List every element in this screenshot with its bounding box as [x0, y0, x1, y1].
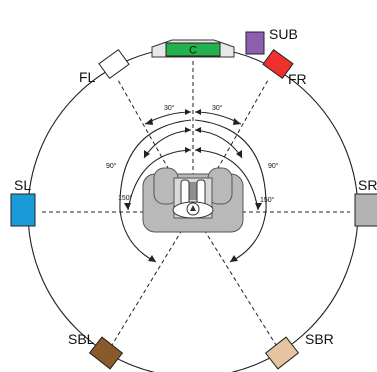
front-right-label: FR — [288, 71, 307, 87]
arc-right-150 — [194, 119, 267, 263]
angle-label-front-right: 30° — [212, 104, 223, 112]
angle-label-left-150: 150° — [118, 194, 133, 202]
back-left-label: SBL — [68, 331, 95, 347]
arc-right-90 — [194, 149, 259, 211]
front-left-label: FL — [79, 69, 96, 85]
side-right-label: SR — [358, 177, 377, 193]
arc-left-90 — [127, 149, 192, 211]
center-speaker-label: C — [189, 45, 197, 57]
line-back-right — [192, 211, 277, 346]
side-left-speaker — [10, 193, 36, 227]
center-speaker: C — [151, 39, 235, 58]
angle-label-left-90: 90° — [106, 162, 117, 170]
back-left-speaker — [88, 336, 124, 370]
line-front-left — [117, 79, 194, 213]
center-speaker-box — [165, 42, 221, 57]
back-right-label: SBR — [305, 331, 334, 347]
arrow-heads — [124, 109, 262, 262]
direction-lines — [40, 60, 350, 346]
front-right-speaker — [262, 48, 294, 80]
angle-label-right-150: 150° — [260, 196, 275, 204]
side-right-speaker — [354, 193, 377, 227]
angle-label-front-left: 30° — [164, 104, 175, 112]
arc-left-150 — [119, 119, 192, 263]
line-back-left — [111, 211, 194, 346]
subwoofer-speaker — [245, 31, 265, 55]
sofa-icon — [142, 167, 244, 233]
side-left-label: SL — [14, 177, 31, 193]
front-left-speaker — [98, 48, 130, 80]
line-front-right — [192, 79, 269, 213]
subwoofer-label: SUB — [269, 26, 298, 42]
back-right-speaker — [264, 336, 300, 370]
angle-label-right-90: 90° — [268, 162, 279, 170]
listener-icon — [172, 179, 214, 219]
